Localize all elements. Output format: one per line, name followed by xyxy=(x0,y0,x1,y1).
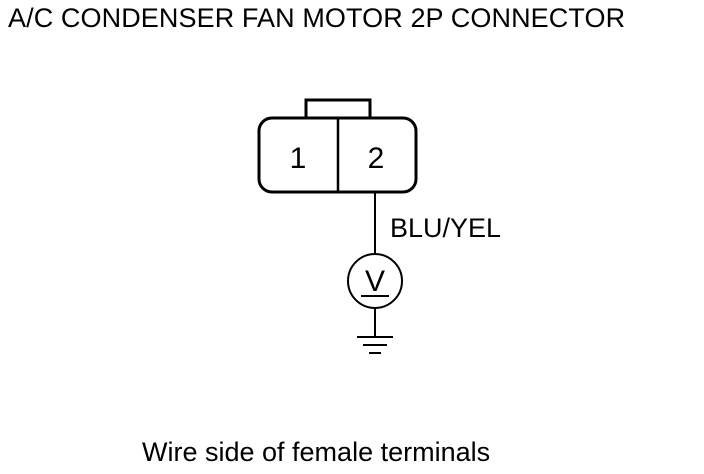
diagram-title: A/C CONDENSER FAN MOTOR 2P CONNECTOR xyxy=(8,3,626,33)
wire-color-label: BLU/YEL xyxy=(390,213,501,243)
terminal-number-2: 2 xyxy=(368,142,385,175)
ground-icon xyxy=(357,336,393,354)
voltmeter-symbol: V xyxy=(365,265,385,298)
terminal-number-1: 1 xyxy=(290,142,307,175)
connector-lock-tab xyxy=(304,98,372,118)
diagram-caption: Wire side of female terminals xyxy=(142,437,491,467)
